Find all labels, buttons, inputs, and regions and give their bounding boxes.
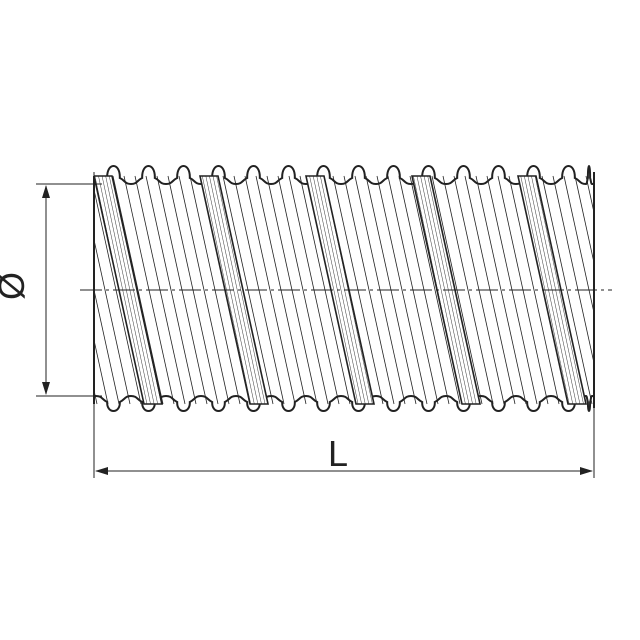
hose-top-profile: [94, 165, 594, 186]
helix-groove-line: [94, 338, 109, 405]
helix-groove-line: [343, 175, 395, 405]
helix-groove-line: [442, 175, 494, 405]
helix-groove-line: [36, 176, 86, 404]
helix-groove-line: [94, 288, 120, 405]
helix-groove-line: [25, 176, 75, 404]
length-dimension: L: [93, 172, 595, 478]
helix-groove-line: [112, 175, 164, 405]
length-label: L: [328, 433, 348, 474]
length-arrow-right: [580, 467, 593, 475]
helix-groove-line: [409, 175, 461, 405]
hose-bottom-profile: [94, 394, 594, 412]
helix-groove-line: [541, 175, 593, 405]
helix-groove-line: [574, 175, 594, 265]
diameter-arrow-bottom: [42, 382, 50, 395]
diameter-dimension: Ø: [0, 183, 102, 397]
diameter-label: Ø: [0, 272, 32, 300]
helix-groove-line: [244, 175, 296, 405]
helix-groove-line: [277, 175, 329, 405]
helix-groove-line: [475, 175, 527, 405]
helix-groove-line: [376, 175, 428, 405]
helix-groove-line: [508, 175, 560, 405]
helix-groove-line: [94, 237, 131, 405]
helix-groove-line: [178, 175, 230, 405]
helix-groove-line: [145, 175, 197, 405]
diameter-arrow-top: [42, 185, 50, 198]
length-arrow-left: [95, 467, 108, 475]
